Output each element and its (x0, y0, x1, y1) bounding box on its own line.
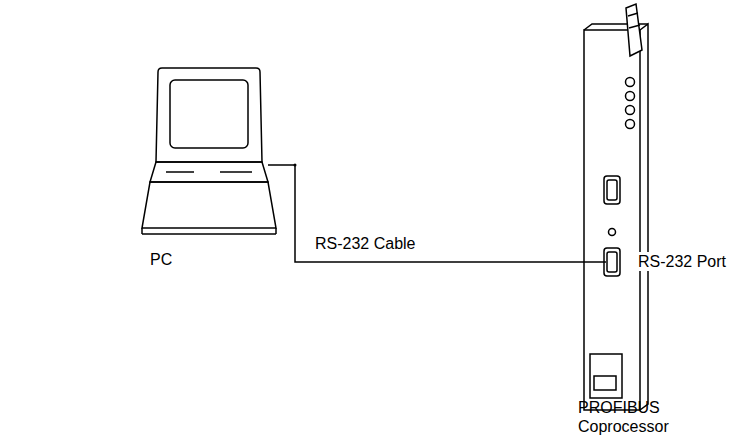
led (626, 120, 635, 129)
cable-end (575, 261, 606, 263)
laptop-deck (150, 162, 268, 182)
pc-node: PC (138, 66, 274, 274)
latch (626, 4, 642, 56)
module-front (584, 30, 640, 410)
led (626, 78, 635, 87)
cable-line (268, 165, 575, 262)
drive-slot (220, 171, 252, 173)
module-side (640, 24, 648, 410)
connector-block (590, 354, 622, 398)
cable-label: RS-232 Cable (313, 234, 418, 253)
screw (609, 229, 616, 236)
db9-port (607, 252, 617, 272)
latch (628, 13, 638, 16)
base-edge (141, 228, 143, 234)
bend-dot (294, 164, 297, 167)
latch (629, 25, 640, 28)
drive-slot (166, 171, 194, 173)
coprocessor-node: PROFIBUS Coprocessor (575, 4, 675, 444)
led (626, 106, 635, 115)
screen-glass (170, 80, 248, 148)
db9-port (604, 176, 620, 204)
db9-port (607, 180, 617, 200)
node-label: PROFIBUS Coprocessor (578, 398, 675, 436)
base-edge (142, 233, 276, 235)
connector-block (594, 376, 616, 390)
base-edge (275, 228, 277, 234)
node-label: PC (150, 250, 274, 269)
led (626, 92, 635, 101)
db9-port (604, 248, 620, 276)
laptop-screen (156, 68, 262, 162)
keyboard (142, 182, 276, 228)
port-label: RS-232 Port (636, 252, 728, 271)
